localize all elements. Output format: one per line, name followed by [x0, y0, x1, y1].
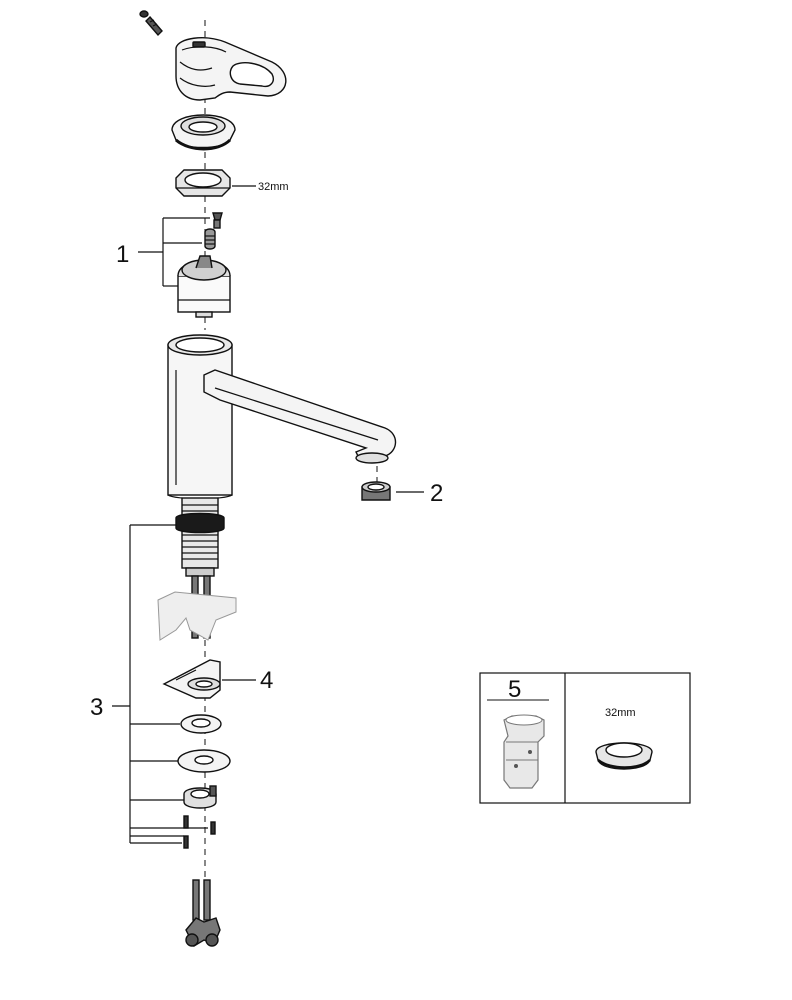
- grub-screw-part: [139, 10, 163, 37]
- callout-2-label: 2: [430, 480, 443, 507]
- fixing-wing-part: [162, 659, 221, 699]
- spout-part: [203, 369, 397, 464]
- cartridge-screws-part: [204, 212, 223, 250]
- faucet-body-part: [167, 334, 233, 500]
- mounting-screws-part: [183, 815, 216, 849]
- callout-1-label: 1: [116, 241, 129, 268]
- hex-nut-part: [175, 169, 231, 197]
- lever-handle-part: [175, 37, 287, 101]
- nut-dimension-label: 32mm: [258, 181, 289, 193]
- cartridge-part: [177, 255, 231, 318]
- inset-cartridge-tool-part: [503, 714, 545, 789]
- callout-3-bracket: [112, 524, 208, 844]
- washer-lower-part: [177, 749, 231, 773]
- callout-5-label: 5: [508, 676, 521, 703]
- callout-3-label: 3: [90, 694, 103, 721]
- inset-dimension-label: 32mm: [605, 707, 636, 719]
- clamp-bracket-part: [183, 785, 217, 809]
- threaded-shank-part: [175, 497, 225, 577]
- hose-ends-part: [185, 879, 221, 947]
- inset-nut-part: [595, 742, 653, 770]
- aerator-part: [361, 481, 391, 501]
- handle-cap-part: [171, 114, 236, 151]
- washer-upper-part: [180, 714, 222, 734]
- callout-4-label: 4: [260, 667, 273, 694]
- callout-1-bracket: [138, 217, 210, 287]
- countertop-section: [157, 591, 237, 641]
